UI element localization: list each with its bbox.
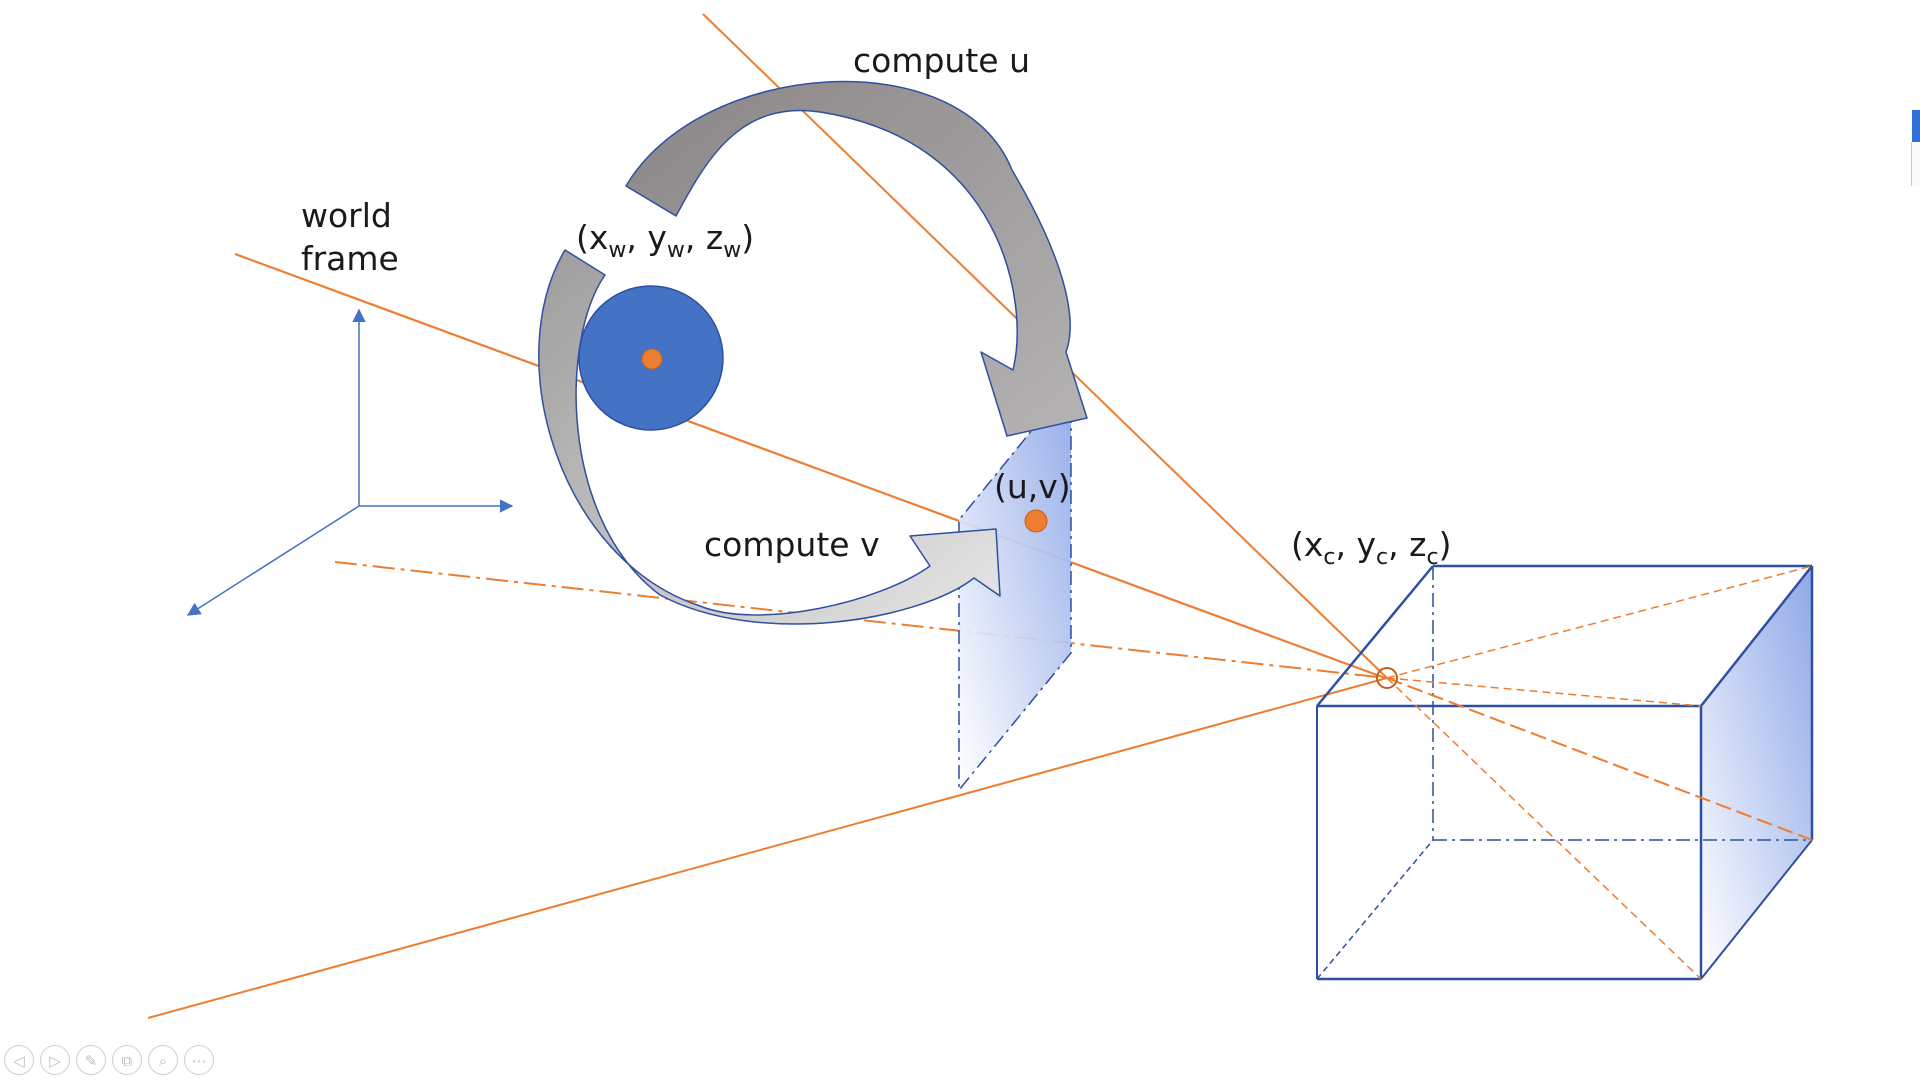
pen-icon[interactable]: ✎: [76, 1045, 106, 1075]
next-slide-icon[interactable]: ▷: [40, 1045, 70, 1075]
world-frame-axes: [186, 308, 514, 616]
ray-dashdot: [334, 561, 1388, 679]
slides-grid-icon[interactable]: ⧉: [112, 1045, 142, 1075]
camera-center: [1376, 667, 1398, 689]
image-point-marker: [1024, 509, 1048, 533]
world-frame-label-line2: frame: [301, 239, 399, 278]
world-point-marker: [641, 348, 663, 370]
prev-slide-icon[interactable]: ◁: [4, 1045, 34, 1075]
more-icon[interactable]: ⋯: [184, 1045, 214, 1075]
image-plane: [958, 379, 1072, 793]
world-frame-label-line1: world: [301, 196, 392, 235]
camera-box: [1316, 564, 1814, 981]
ray-through-point: [234, 252, 1386, 680]
compute-v-label: compute v: [704, 525, 880, 564]
slideshow-toolbar: ◁ ▷ ✎ ⧉ ⌕ ⋯: [4, 1045, 214, 1079]
zoom-icon[interactable]: ⌕: [148, 1045, 178, 1075]
camera-internal-rays: [1386, 565, 1813, 980]
uv-label: (u,v): [994, 467, 1071, 506]
compute-v-arrow: [538, 249, 1001, 625]
ray-lower: [147, 677, 1388, 1019]
compute-u-label: compute u: [853, 41, 1030, 80]
edge-panel-handle[interactable]: [1911, 142, 1920, 186]
edge-panel-tab[interactable]: [1912, 110, 1920, 142]
compute-u-arrow: [625, 80, 1088, 437]
camera-point-label: (xc, yc, zc): [1291, 525, 1451, 570]
world-point-label: (xw, yw, zw): [576, 218, 754, 263]
